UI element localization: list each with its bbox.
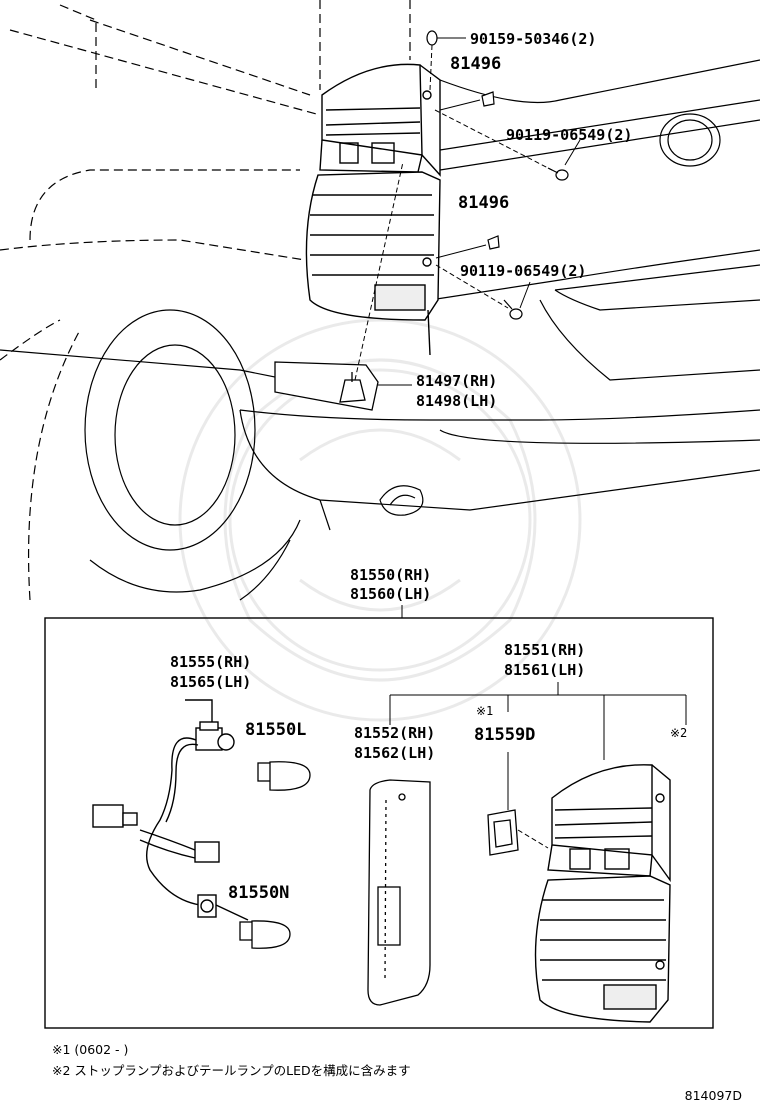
- bracket-81551: [389, 682, 687, 760]
- footnote-1: ※1 (0602 - ): [52, 1042, 129, 1057]
- rear-wheel: [28, 309, 301, 601]
- label-clip-lower: 81496: [458, 193, 509, 213]
- label-screw-upper: 90119-06549(2): [506, 126, 632, 144]
- vehicle-body-solid: [0, 59, 760, 531]
- label-mark2: ※2: [670, 726, 687, 740]
- label-mark1: ※1: [476, 704, 493, 718]
- assembly-frame: [44, 617, 714, 1029]
- reflector: [274, 361, 379, 411]
- leader-lines-upper: [429, 37, 581, 309]
- diagram-code: 814097D: [684, 1088, 742, 1103]
- leader-lines-reflector: [354, 161, 412, 386]
- label-screw-lower: 90119-06549(2): [460, 262, 586, 280]
- tail-lamp-lower: [534, 764, 671, 1023]
- label-lens-body-lh: 81561(LH): [504, 661, 585, 679]
- socket-wiring: [92, 699, 249, 921]
- gasket-81559D: [487, 752, 549, 856]
- label-socket-lh: 81565(LH): [170, 673, 251, 691]
- label-bulb-n: 81550N: [228, 883, 289, 903]
- watermark-emblem: [178, 318, 582, 722]
- bulbs: [239, 761, 311, 949]
- label-clip-upper: 81496: [450, 54, 501, 74]
- tail-lamp-upper: [305, 63, 441, 356]
- label-gasket-rh: 81552(RH): [354, 724, 435, 742]
- label-gasket-lh: 81562(LH): [354, 744, 435, 762]
- label-lens-body-rh: 81551(RH): [504, 641, 585, 659]
- fasteners-upper: [426, 30, 569, 320]
- label-reflector-lh: 81498(LH): [416, 392, 497, 410]
- label-lamp-assy-rh: 81550(RH): [350, 566, 431, 584]
- gasket-81552: [367, 779, 431, 1006]
- vehicle-body-outline: [0, 0, 411, 361]
- label-socket-rh: 81555(RH): [170, 653, 251, 671]
- label-bulb-l: 81550L: [245, 720, 306, 740]
- footnote-2: ※2 ストップランプおよびテールランプのLEDを構成に含みます: [52, 1063, 411, 1078]
- label-reflector-rh: 81497(RH): [416, 372, 497, 390]
- label-screw-top: 90159-50346(2): [470, 30, 596, 48]
- label-lamp-assy-lh: 81560(LH): [350, 585, 431, 603]
- label-gasket-small: 81559D: [474, 725, 535, 745]
